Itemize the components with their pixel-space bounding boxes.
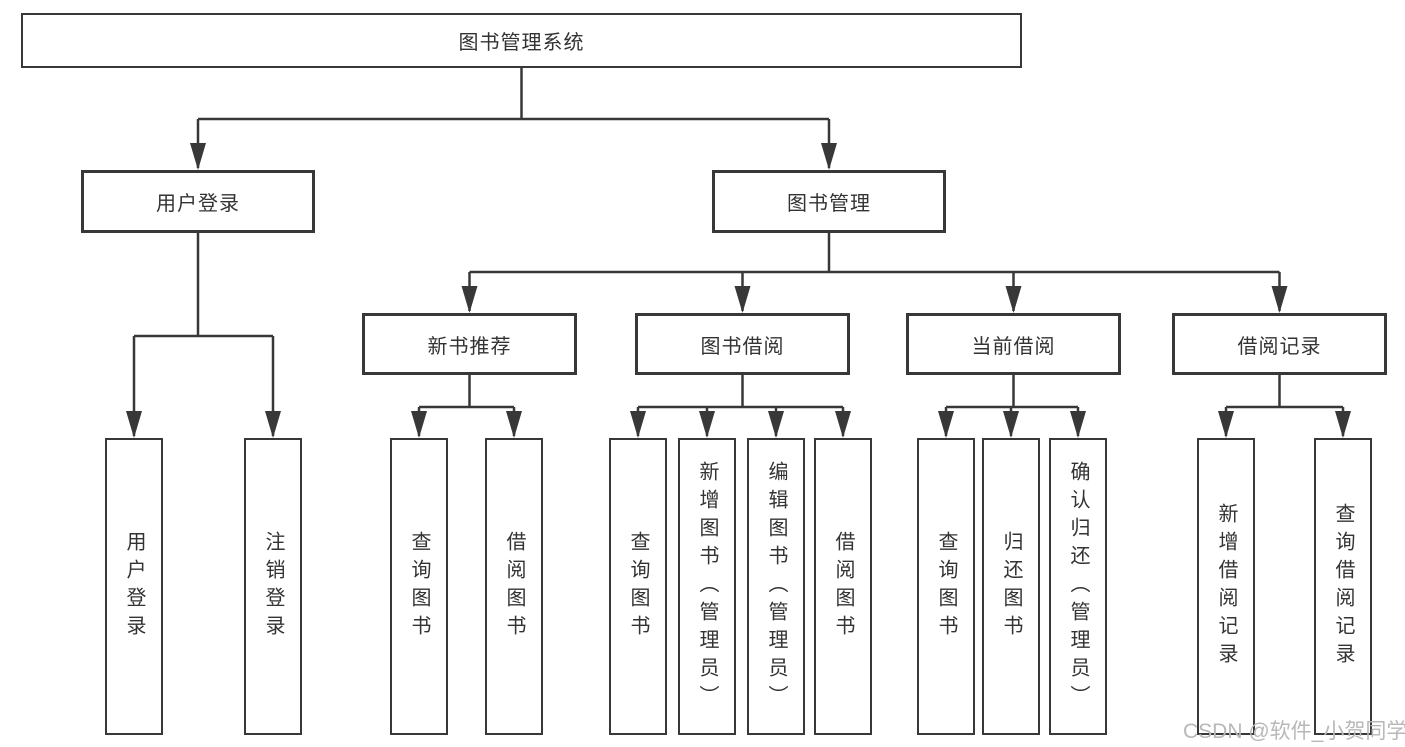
watermark: CSDN @软件_小贺同学 [1183, 720, 1405, 743]
connector-new-book-recommend-to-leaves [417, 375, 516, 436]
arrow-down-icon [506, 411, 522, 438]
arrow-down-icon [411, 411, 427, 438]
connector-book-borrow-to-leaves [636, 375, 845, 436]
arrow-down-icon [734, 286, 751, 313]
leaf-label: 查询借阅记录 [1332, 502, 1354, 671]
leaf-query-books-current: 查询图书 [917, 438, 975, 735]
connector-user-login-to-leaves [132, 233, 275, 436]
arrow-down-icon [190, 143, 206, 170]
arrow-down-icon [1003, 411, 1019, 438]
arrow-down-icon [1271, 286, 1288, 313]
arrow-down-icon [699, 411, 715, 438]
leaf-label: 编辑图书（管理员） [765, 460, 787, 713]
leaf-query-books-borrow: 查询图书 [609, 438, 667, 735]
node-borrow-records: 借阅记录 [1172, 313, 1387, 375]
leaf-label: 借阅图书 [503, 530, 525, 643]
arrow-down-icon [1218, 411, 1234, 438]
node-label: 用户登录 [156, 193, 240, 215]
leaf-label: 查询图书 [935, 530, 957, 643]
leaf-label: 归还图书 [1000, 530, 1022, 643]
connector-borrow-records-to-leaves [1224, 375, 1345, 436]
node-label: 借阅记录 [1237, 335, 1322, 358]
node-user-login: 用户登录 [81, 170, 315, 233]
leaf-add-book-admin: 新增图书（管理员） [678, 438, 736, 735]
arrow-down-icon [126, 411, 142, 438]
arrow-down-icon [938, 411, 954, 438]
node-label: 当前借阅 [971, 335, 1056, 358]
leaf-label: 注销登录 [262, 530, 284, 643]
node-book-management: 图书管理 [712, 170, 946, 233]
leaf-query-books-recommend: 查询图书 [390, 438, 448, 735]
node-book-borrow: 图书借阅 [635, 313, 850, 375]
connector-root-to-level2 [196, 68, 831, 168]
node-current-borrow: 当前借阅 [906, 313, 1121, 375]
arrow-down-icon [461, 286, 478, 313]
node-label: 图书管理 [787, 193, 871, 215]
leaf-label: 查询图书 [408, 530, 430, 643]
arrow-down-icon [630, 411, 646, 438]
arrow-down-icon [821, 143, 837, 170]
leaf-borrow-books-borrow: 借阅图书 [814, 438, 872, 735]
node-label: 新书推荐 [427, 335, 512, 358]
node-library-management-system: 图书管理系统 [21, 13, 1022, 68]
node-label: 图书借阅 [700, 335, 785, 358]
node-label: 图书管理系统 [458, 32, 585, 54]
leaf-add-borrow-record: 新增借阅记录 [1197, 438, 1255, 735]
connector-book-management-to-level3 [468, 233, 1281, 311]
arrow-down-icon [1005, 286, 1022, 313]
leaf-query-borrow-record: 查询借阅记录 [1314, 438, 1372, 735]
arrow-down-icon [1335, 411, 1351, 438]
arrowheads [126, 143, 1351, 438]
leaf-label: 新增借阅记录 [1215, 502, 1237, 671]
leaf-label: 新增图书（管理员） [696, 460, 718, 713]
arrow-down-icon [768, 411, 784, 438]
leaf-label: 确认归还（管理员） [1067, 460, 1089, 713]
leaf-label: 用户登录 [123, 530, 145, 643]
leaf-borrow-books-recommend: 借阅图书 [485, 438, 543, 735]
leaf-user-login: 用户登录 [105, 438, 163, 735]
leaf-label: 借阅图书 [832, 530, 854, 643]
node-new-book-recommend: 新书推荐 [362, 313, 577, 375]
arrow-down-icon [1070, 411, 1086, 438]
leaf-edit-book-admin: 编辑图书（管理员） [747, 438, 805, 735]
leaf-confirm-return-admin: 确认归还（管理员） [1049, 438, 1107, 735]
arrow-down-icon [265, 411, 281, 438]
leaf-logout: 注销登录 [244, 438, 302, 735]
leaf-return-books: 归还图书 [982, 438, 1040, 735]
arrow-down-icon [835, 411, 851, 438]
leaf-label: 查询图书 [627, 530, 649, 643]
